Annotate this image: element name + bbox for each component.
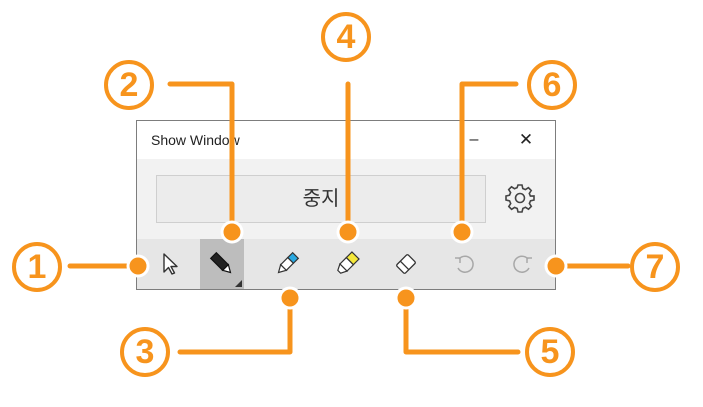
highlighter-icon[interactable] [325,239,369,289]
callout-number-1: 1 [12,242,62,292]
undo-icon[interactable] [443,239,487,289]
redo-icon[interactable] [500,239,544,289]
callout-number-4: 4 [321,12,371,62]
callout-number-2: 2 [104,60,154,110]
expand-corner-icon [235,280,242,287]
close-button[interactable]: ✕ [518,130,534,149]
eraser-icon[interactable] [384,239,428,289]
settings-gear-icon[interactable] [503,181,537,215]
stop-button[interactable]: 중지 [156,175,486,223]
callout-dot [278,286,302,310]
title-bar: Show Window – ✕ [137,121,555,159]
callout-dot [394,286,418,310]
blue-pen-icon[interactable] [265,239,309,289]
minimize-button[interactable]: – [469,131,479,148]
toolbar [137,239,555,289]
callout-number-5: 5 [525,327,575,377]
window-title: Show Window [151,132,240,148]
cursor-arrow-icon[interactable] [149,239,193,289]
show-window: Show Window – ✕ 중지 [136,120,556,290]
pen-icon[interactable] [200,239,244,289]
callout-number-6: 6 [527,60,577,110]
callout-number-7: 7 [630,242,680,292]
callout-number-3: 3 [120,327,170,377]
